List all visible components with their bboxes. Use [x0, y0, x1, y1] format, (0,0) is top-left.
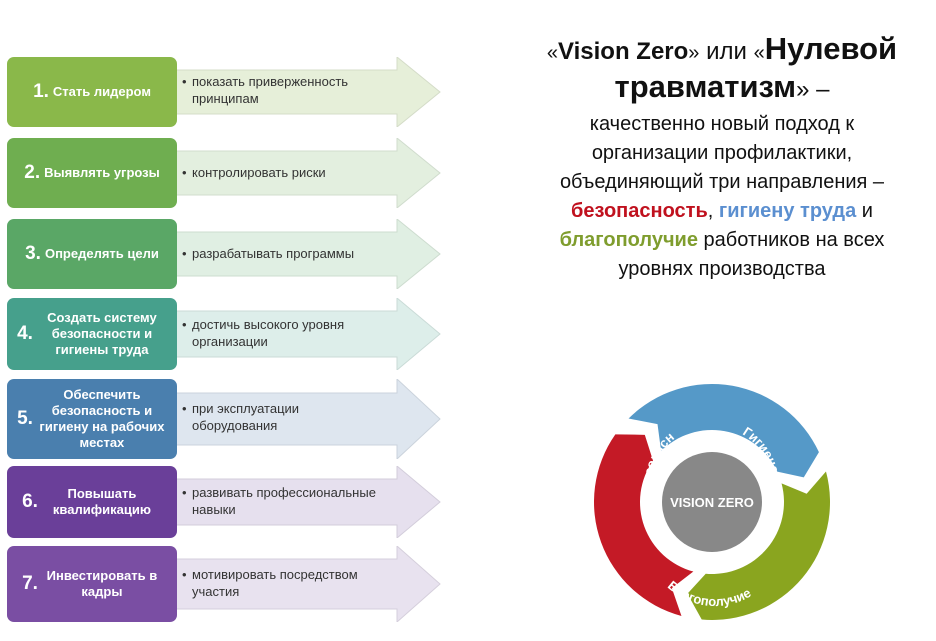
- or-text: или: [699, 38, 754, 65]
- bullet: •: [182, 246, 187, 261]
- step-action-6: • развивать профессиональные навыки: [182, 485, 417, 519]
- description-line-c: объединяющий три направления –: [559, 171, 885, 193]
- cycle-segments: [594, 384, 830, 620]
- step-action-5: • при эксплуатации оборудования: [182, 401, 417, 435]
- arrow-2: [175, 138, 441, 208]
- title-line-1: «Vision Zero» или «Нулевой: [512, 33, 932, 69]
- cycle-center-circle: [662, 452, 762, 552]
- description-line-a: качественно новый подход к: [589, 113, 855, 135]
- step-number-4: 4.: [17, 323, 33, 345]
- step-label-3: Определять цели: [44, 245, 159, 261]
- step-box-6: 6. Повышать квалификацию: [7, 466, 177, 538]
- description: качественно новый подход к организации п…: [512, 110, 932, 284]
- bullet: •: [182, 567, 187, 582]
- step-number-7: 7.: [22, 573, 38, 595]
- wellbeing-word: благополучие: [559, 229, 698, 251]
- bullet: •: [182, 74, 187, 89]
- cycle-segment-hygiene: [628, 384, 819, 478]
- step-number-6: 6.: [22, 491, 38, 513]
- arrow-shape-5: [175, 379, 441, 459]
- steps-list: 1. Стать лидером • показать приверженнос…: [0, 0, 460, 641]
- step-action-text-6: развивать профессиональные навыки: [192, 485, 376, 517]
- arrow-shape-6: [175, 466, 441, 538]
- step-number-3: 3.: [25, 243, 41, 265]
- step-label-6: Повышать квалификацию: [52, 485, 151, 517]
- step-7: 7. Инвестировать в кадры • мотивировать …: [0, 546, 460, 622]
- bullet: •: [182, 317, 187, 332]
- arrow-6: [175, 466, 441, 538]
- close-quote: »: [688, 42, 700, 64]
- cycle-center-label: VISION ZERO: [670, 495, 754, 510]
- title-dash: –: [809, 76, 830, 103]
- step-action-3: • разрабатывать программы: [182, 246, 417, 263]
- description-line-f: уровнях производства: [618, 258, 826, 280]
- arrow-shape-2: [175, 138, 441, 208]
- zero-injuries-word-1: Нулевой: [764, 31, 898, 66]
- title-block: «Vision Zero» или «Нулевой травматизм» –…: [512, 33, 932, 284]
- bullet: •: [182, 165, 187, 180]
- step-action-text-7: мотивировать посредством участия: [192, 567, 358, 599]
- step-number-5: 5.: [17, 408, 33, 430]
- step-action-1: • показать приверженность принципам: [182, 74, 417, 108]
- description-line-e: благополучие работников на всех: [512, 226, 932, 255]
- bullet: •: [182, 401, 187, 416]
- and-word: и: [856, 200, 873, 222]
- step-action-text-2: контролировать риски: [192, 165, 326, 180]
- vision-zero-cycle: VISION ZERO Безопасность Гигиена труда Б…: [582, 372, 830, 620]
- step-number-1: 1.: [33, 81, 49, 103]
- arrow-shape-7: [175, 546, 441, 622]
- step-action-text-3: разрабатывать программы: [192, 246, 355, 261]
- title-line-2: травматизм» –: [512, 69, 932, 108]
- open-quote: «: [546, 42, 559, 64]
- step-box-4: 4. Создать систему безопасности и гигиен…: [7, 298, 177, 370]
- step-label-4: Создать систему безопасности и гигиены т…: [47, 309, 157, 358]
- close-quote-2: »: [796, 76, 810, 103]
- step-box-2: 2. Выявлять угрозы: [7, 138, 177, 208]
- step-number-2: 2.: [24, 162, 41, 184]
- step-action-text-1: показать приверженность принципам: [192, 74, 349, 106]
- step-1: 1. Стать лидером • показать приверженнос…: [0, 57, 460, 127]
- step-2: 2. Выявлять угрозы • контролировать риск…: [0, 138, 460, 208]
- step-label-5: Обеспечить безопасность и гигиену на раб…: [39, 386, 165, 451]
- description-line-d: безопасность, гигиену труда и: [512, 197, 932, 226]
- step-action-2: • контролировать риски: [182, 165, 417, 182]
- step-action-text-5: при эксплуатации оборудования: [192, 401, 300, 433]
- step-action-text-4: достичь высокого уровня организации: [192, 317, 345, 349]
- cycle-segment-safety: [594, 434, 694, 616]
- step-box-7: 7. Инвестировать в кадры: [7, 546, 177, 622]
- arrow-shape-3: [175, 219, 441, 289]
- bullet: •: [182, 485, 187, 500]
- vision-zero-text: Vision Zero: [558, 38, 689, 65]
- zero-injuries-word-2: травматизм: [614, 69, 797, 104]
- step-box-1: 1. Стать лидером: [7, 57, 177, 127]
- step-action-7: • мотивировать посредством участия: [182, 567, 417, 601]
- step-label-2: Выявлять угрозы: [44, 164, 160, 180]
- arrow-shape-4: [175, 298, 441, 370]
- arrow-5: [175, 379, 441, 459]
- step-box-3: 3. Определять цели: [7, 219, 177, 289]
- step-action-4: • достичь высокого уровня организации: [182, 317, 417, 351]
- arrow-1: [175, 57, 441, 127]
- safety-word: безопасность: [571, 200, 708, 222]
- hygiene-word: гигиену труда: [718, 200, 857, 222]
- cycle-segment-wellbeing: [687, 471, 830, 620]
- step-3: 3. Определять цели • разрабатывать прогр…: [0, 219, 460, 289]
- arrow-7: [175, 546, 441, 622]
- arrow-shape-1: [175, 57, 441, 127]
- open-quote-2: «: [753, 42, 765, 64]
- step-5: 5. Обеспечить безопасность и гигиену на …: [0, 379, 460, 459]
- step-label-1: Стать лидером: [52, 83, 151, 99]
- step-label-7: Инвестировать в кадры: [46, 567, 158, 599]
- arrow-3: [175, 219, 441, 289]
- comma: ,: [707, 200, 719, 222]
- description-line-b: организации профилактики,: [591, 142, 853, 164]
- step-6: 6. Повышать квалификацию • развивать про…: [0, 466, 460, 538]
- step-4: 4. Создать систему безопасности и гигиен…: [0, 298, 460, 370]
- description-line-e-rest: работников на всех: [697, 229, 885, 251]
- step-box-5: 5. Обеспечить безопасность и гигиену на …: [7, 379, 177, 459]
- arrow-4: [175, 298, 441, 370]
